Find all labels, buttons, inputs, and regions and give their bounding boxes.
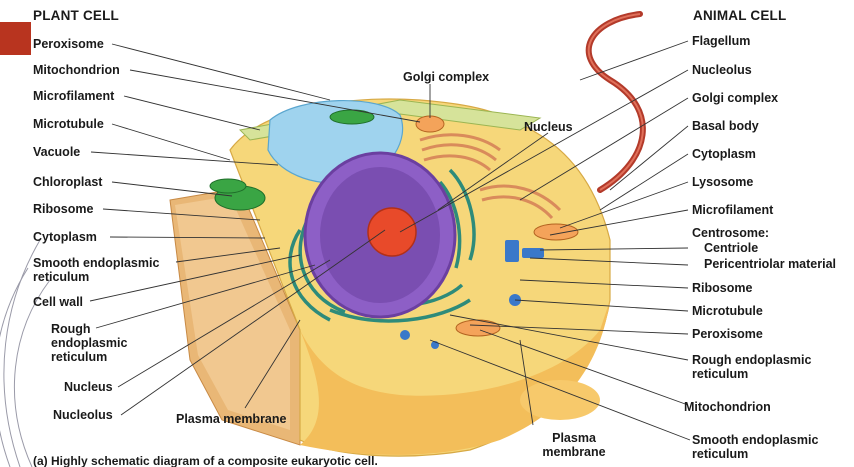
nucleus-art (305, 153, 455, 317)
label-rough-er-left: Rough endoplasmic reticulum (51, 322, 131, 364)
label-peroxisome-left: Peroxisome (33, 37, 104, 51)
label-cytoplasm-right: Cytoplasm (692, 147, 756, 161)
label-golgi-center: Golgi complex (403, 70, 489, 84)
label-basal-body: Basal body (692, 119, 759, 133)
label-microfilament-right: Microfilament (692, 203, 773, 217)
label-rough-er-right: Rough endoplasmic reticulum (692, 353, 842, 381)
label-ribosome-right: Ribosome (692, 281, 752, 295)
plant-cell-heading: PLANT CELL (33, 8, 119, 23)
caption-text: Highly schematic diagram of a composite … (51, 454, 378, 467)
figure-caption: (a) Highly schematic diagram of a compos… (33, 454, 378, 467)
label-nucleolus-right: Nucleolus (692, 63, 752, 77)
label-vacuole: Vacuole (33, 145, 80, 159)
label-microtubule-left: Microtubule (33, 117, 104, 131)
label-peroxisome-right: Peroxisome (692, 327, 763, 341)
label-smooth-er-left: Smooth endoplasmic reticulum (33, 256, 183, 284)
label-smooth-er-right: Smooth endoplasmic reticulum (692, 433, 842, 461)
label-microtubule-right: Microtubule (692, 304, 763, 318)
label-lysosome: Lysosome (692, 175, 753, 189)
label-golgi-right: Golgi complex (692, 91, 778, 105)
label-centriole: Centriole (704, 241, 758, 255)
label-plasma-membrane-right: Plasma membrane (536, 431, 612, 459)
label-ribosome-left: Ribosome (33, 202, 93, 216)
label-cytoplasm-left: Cytoplasm (33, 230, 97, 244)
label-chloroplast: Chloroplast (33, 175, 102, 189)
label-mitochondrion-left: Mitochondrion (33, 63, 120, 77)
label-mitochondrion-right: Mitochondrion (684, 400, 771, 414)
caption-tag: (a) (33, 454, 48, 467)
label-pericentriolar-material: Pericentriolar material (704, 257, 836, 271)
label-centrosome: Centrosome: (692, 226, 769, 240)
label-nucleus-center: Nucleus (524, 120, 573, 134)
label-cell-wall: Cell wall (33, 295, 83, 309)
label-nucleus-left: Nucleus (64, 380, 113, 394)
label-microfilament-left: Microfilament (33, 89, 114, 103)
label-nucleolus-left: Nucleolus (53, 408, 113, 422)
label-flagellum: Flagellum (692, 34, 750, 48)
label-plasma-membrane-left: Plasma membrane (176, 412, 286, 426)
animal-cell-heading: ANIMAL CELL (693, 8, 786, 23)
